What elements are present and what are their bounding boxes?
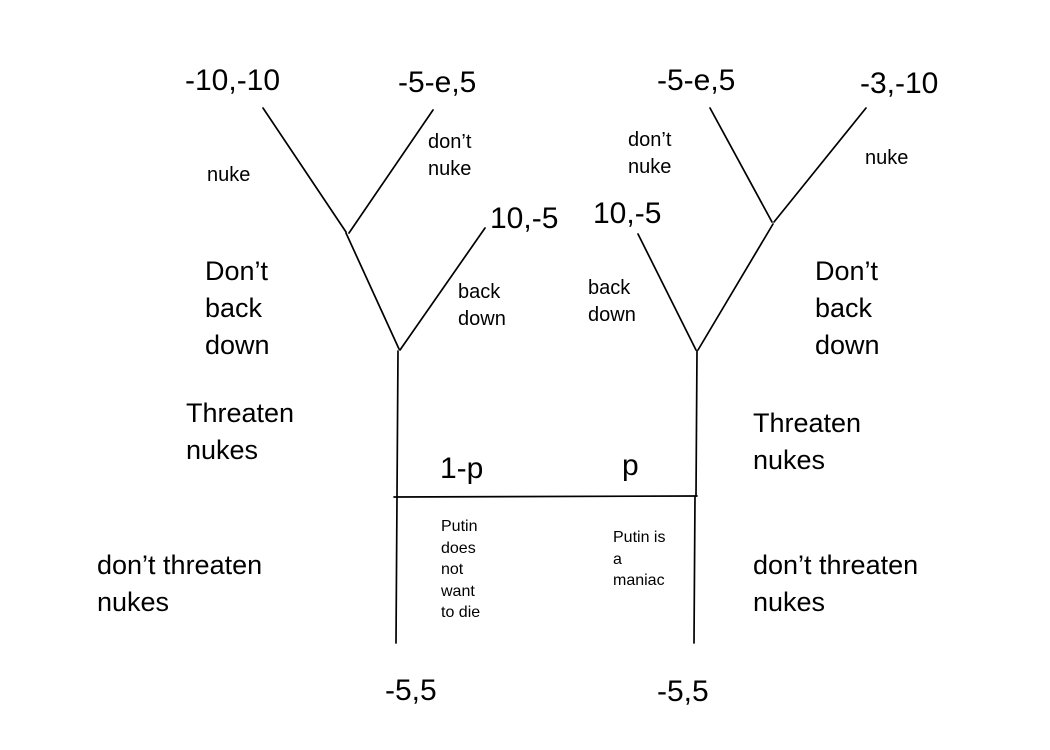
- edge-label-left-threaten: Threaten nukes: [186, 398, 295, 465]
- payoff-left-dont-threaten: -5,5: [385, 674, 437, 707]
- edge-label-right-dont-threaten: don’t threaten nukes: [753, 550, 919, 617]
- edge-label-right-dont-nuke: don’t nuke: [628, 129, 672, 178]
- branch-line-left-dont-nuke: [348, 109, 434, 234]
- payoff-right-back-down: 10,-5: [593, 197, 662, 230]
- branch-line-right-threaten: [695, 350, 698, 497]
- branch-line-left-back-down: [399, 227, 486, 351]
- branch-line-right-dont-threaten: [693, 496, 696, 644]
- edge-label-right-dont-back-down: Don’t back down: [815, 256, 880, 360]
- edge-label-right-back-down: back down: [588, 277, 636, 326]
- edge-label-left-dont-nuke: don’t nuke: [428, 131, 472, 180]
- chance-state-left: Putin does not want to die: [441, 518, 481, 622]
- branch-line-right-dont-back-down: [697, 223, 774, 351]
- probability-label-right: p: [622, 449, 639, 482]
- chance-state-right: Putin is a maniac: [613, 529, 666, 590]
- edge-label-right-threaten: Threaten nukes: [753, 408, 862, 475]
- probability-label-left: 1-p: [440, 452, 484, 485]
- edge-label-left-dont-threaten: don’t threaten nukes: [97, 550, 263, 617]
- branch-line-left-dont-back-down: [345, 232, 400, 350]
- edge-label-left-back-down: back down: [458, 281, 506, 330]
- chance-node-line: [393, 495, 698, 498]
- payoff-left-dont-nuke: -5-e,5: [398, 66, 477, 99]
- branch-line-right-dont-nuke: [709, 107, 773, 223]
- payoff-right-dont-threaten: -5,5: [657, 675, 709, 708]
- edge-label-left-dont-back-down: Don’t back down: [205, 256, 270, 360]
- payoff-right-nuke: -3,-10: [860, 67, 939, 100]
- branch-line-right-back-down: [637, 233, 697, 351]
- branch-line-left-nuke: [262, 107, 347, 233]
- branch-line-left-dont-threaten: [395, 496, 398, 644]
- branch-line-right-nuke: [773, 107, 867, 223]
- payoff-left-nuke: -10,-10: [185, 64, 281, 97]
- payoff-right-dont-nuke: -5-e,5: [657, 64, 736, 97]
- branch-line-left-threaten: [396, 350, 399, 497]
- edge-label-right-nuke: nuke: [865, 147, 909, 169]
- payoff-left-back-down: 10,-5: [490, 202, 559, 235]
- edge-label-left-nuke: nuke: [207, 164, 251, 186]
